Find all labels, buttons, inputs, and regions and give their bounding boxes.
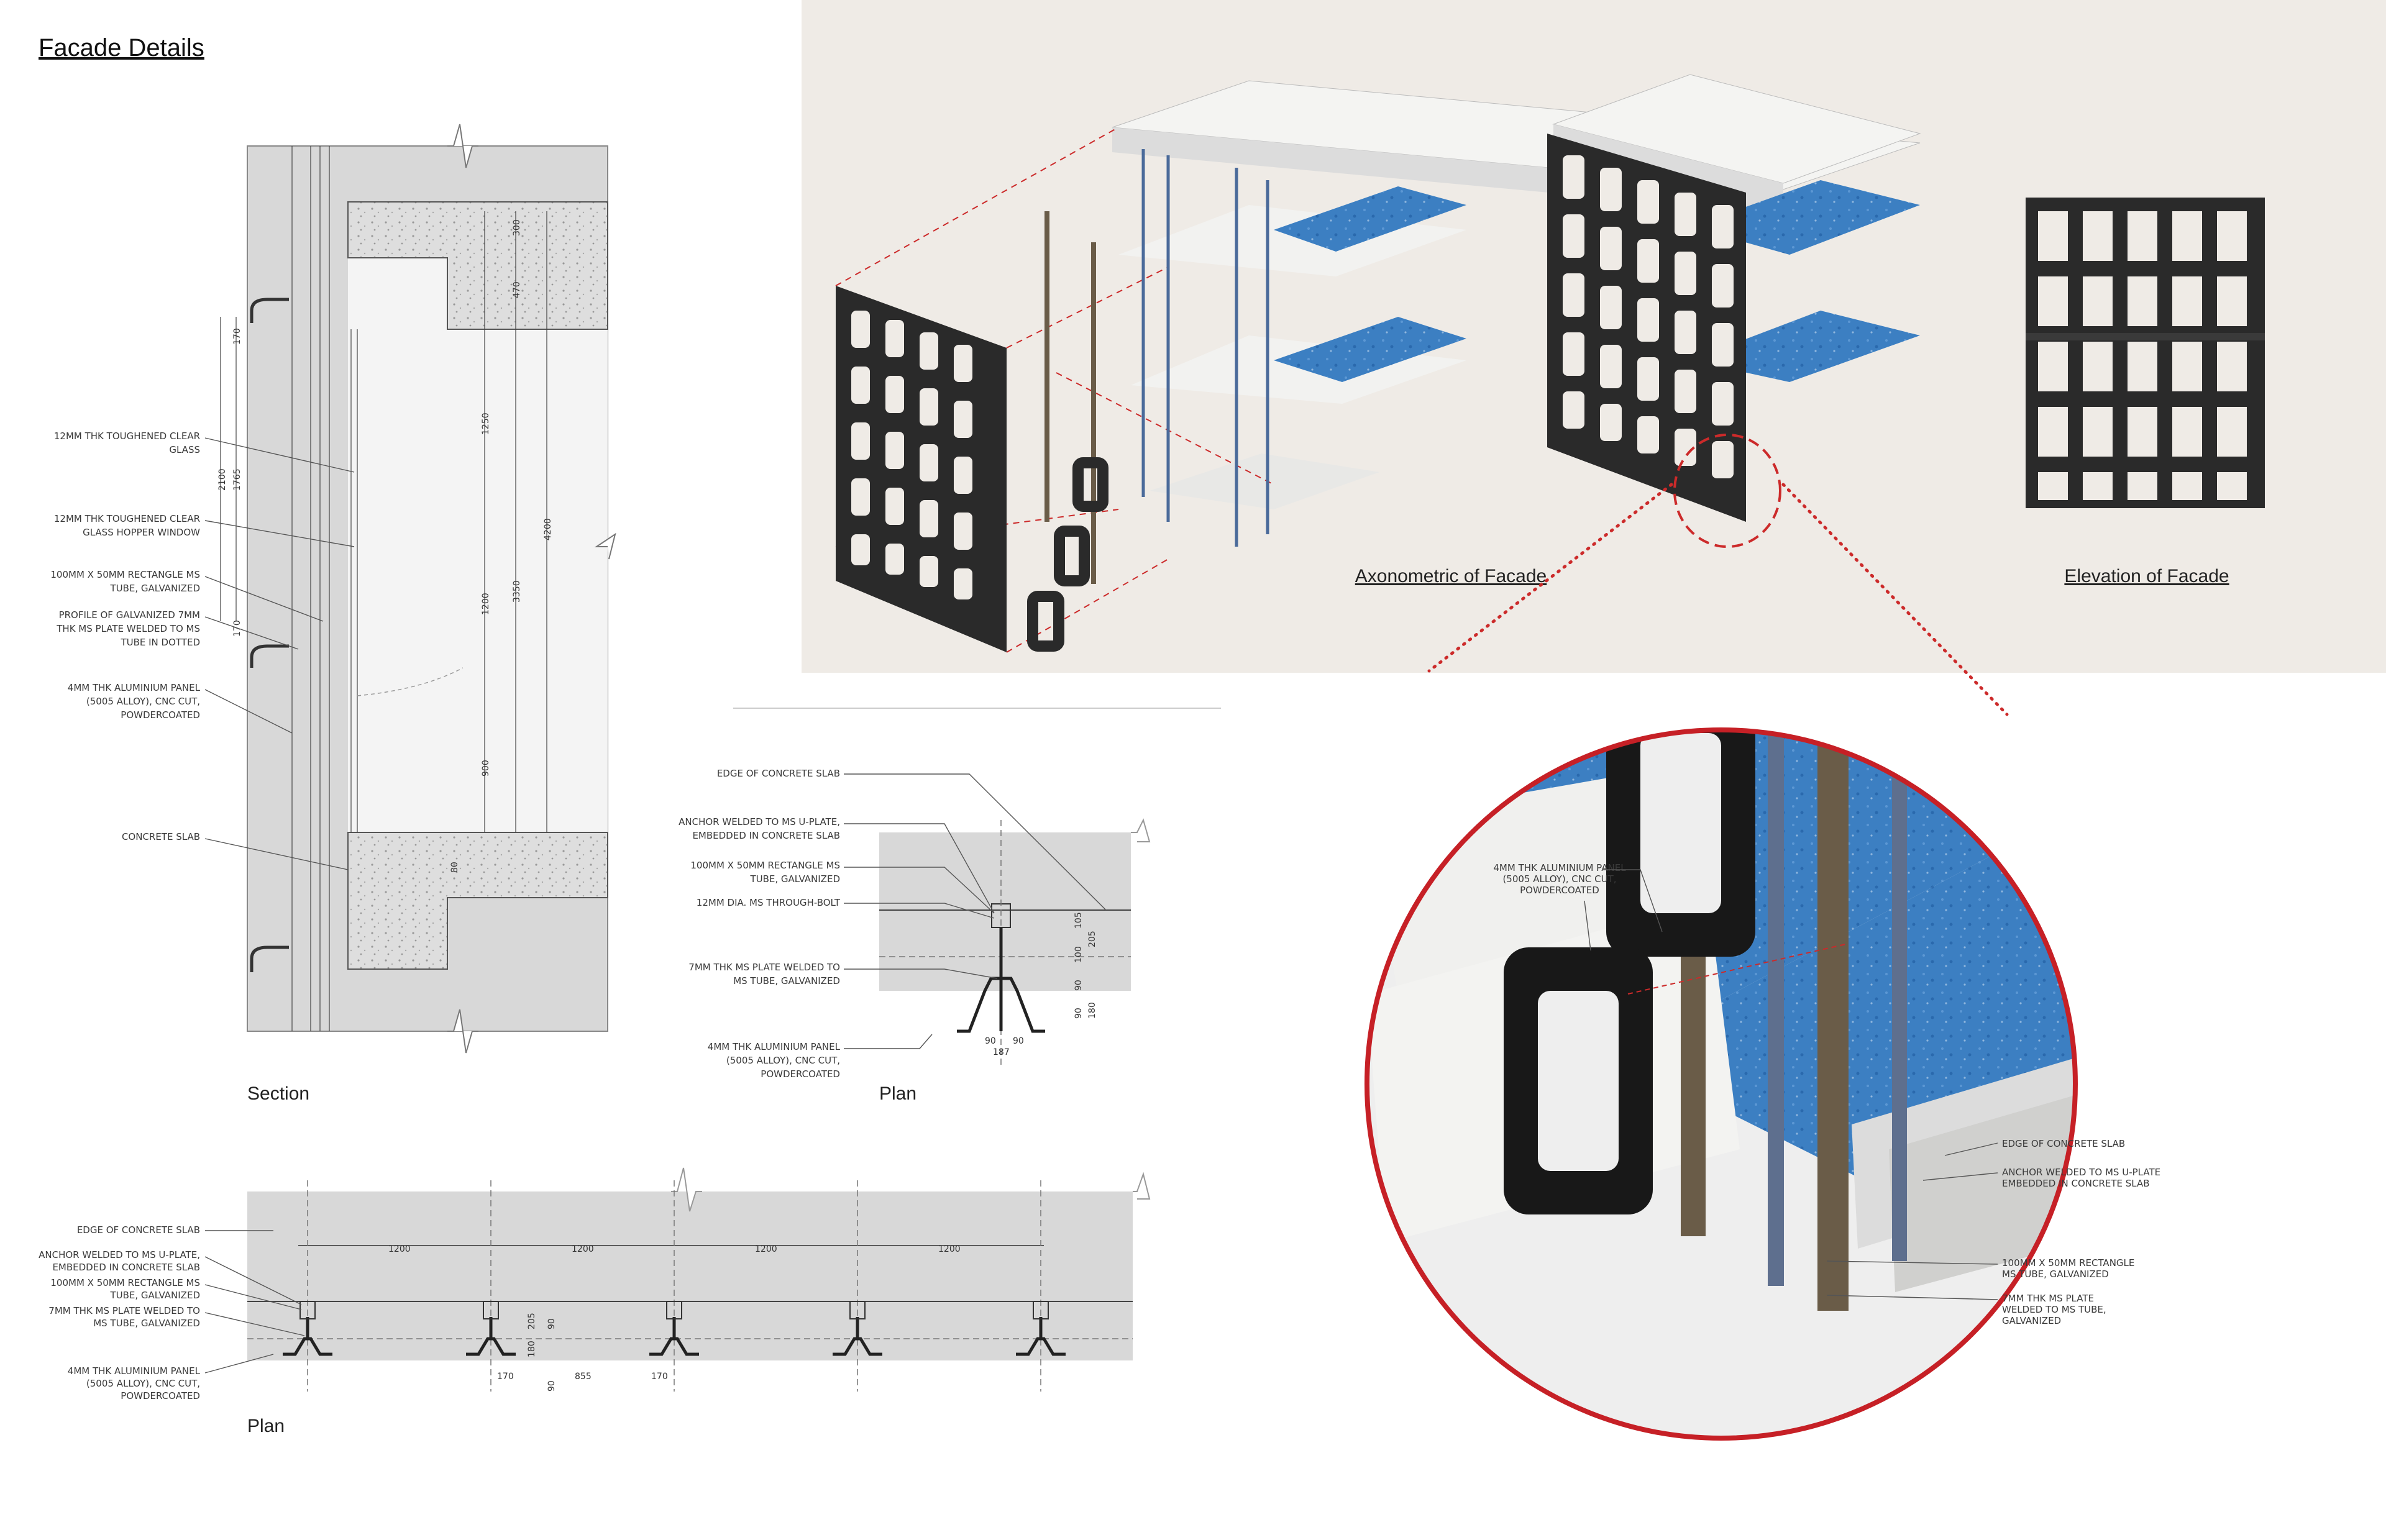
svg-text:187: 187 (993, 1047, 1010, 1057)
sheet-title: Facade Details (39, 34, 204, 62)
svg-text:90: 90 (1074, 1008, 1084, 1019)
svg-text:90: 90 (547, 1380, 557, 1392)
plan-small-label-edge: EDGE OF CONCRETE SLAB (717, 768, 840, 779)
svg-text:1200: 1200 (481, 593, 491, 615)
svg-text:300: 300 (512, 219, 522, 236)
plan-small-label-anchor: ANCHOR WELDED TO MS U-PLATE,EMBEDDED IN … (679, 816, 840, 841)
plan-long-label-edge: EDGE OF CONCRETE SLAB (77, 1224, 200, 1236)
facade-elevation (2026, 198, 2265, 508)
section-label-slab: CONCRETE SLAB (122, 831, 200, 842)
assembled-axonometric (1547, 74, 1921, 548)
small-plan-drawing: 105 205 100 90 90 180 90 90 187 (879, 818, 1151, 1068)
enlargement-leaders (1427, 483, 2009, 716)
svg-text:1200: 1200 (388, 1244, 411, 1254)
svg-text:900: 900 (481, 760, 491, 777)
long-plan-labels: EDGE OF CONCRETE SLAB ANCHOR WELDED TO M… (39, 1224, 305, 1401)
caption-section: Section (247, 1083, 309, 1104)
svg-text:1200: 1200 (938, 1244, 961, 1254)
svg-text:90: 90 (1074, 980, 1084, 991)
svg-text:105: 105 (1074, 912, 1084, 929)
svg-text:470: 470 (512, 281, 522, 298)
plan-small-label-panel: 4MM THK ALUMINIUM PANEL(5005 ALLOY), CNC… (708, 1041, 841, 1080)
svg-text:4200: 4200 (543, 518, 553, 540)
caption-plan-small: Plan (879, 1083, 916, 1104)
plan-long-label-anchor: ANCHOR WELDED TO MS U-PLATE,EMBEDDED IN … (39, 1249, 200, 1273)
plan-small-label-bolt: 12MM DIA. MS THROUGH-BOLT (697, 897, 841, 908)
svg-text:205: 205 (527, 1313, 537, 1329)
caption-elevation: Elevation of Facade (2064, 566, 2229, 586)
svg-text:1250: 1250 (481, 412, 491, 435)
svg-text:180: 180 (1087, 1002, 1097, 1019)
svg-text:855: 855 (575, 1372, 592, 1382)
svg-text:2100: 2100 (217, 468, 227, 491)
section-drawing: 300 470 1250 1200 3350 4200 900 2100 176… (217, 124, 616, 1054)
svg-text:80: 80 (450, 862, 460, 873)
svg-text:3350: 3350 (512, 580, 522, 603)
caption-axonometric: Axonometric of Facade (1355, 566, 1547, 586)
section-label-panel: 4MM THK ALUMINIUM PANEL(5005 ALLOY), CNC… (68, 682, 201, 721)
detail-labels: 4MM THK ALUMINIUM PANEL(5005 ALLOY), CNC… (1493, 862, 2160, 1326)
svg-text:205: 205 (1087, 931, 1097, 947)
svg-text:90: 90 (985, 1036, 996, 1046)
svg-text:1200: 1200 (572, 1244, 594, 1254)
enlarged-detail (1364, 727, 2078, 1441)
detail-label-panel: 4MM THK ALUMINIUM PANEL(5005 ALLOY), CNC… (1493, 862, 1626, 896)
svg-text:170: 170 (497, 1372, 514, 1382)
detail-label-edge: EDGE OF CONCRETE SLAB (2002, 1138, 2125, 1149)
detail-callout-circle (1673, 434, 1781, 548)
svg-text:100: 100 (1074, 946, 1084, 963)
long-plan-drawing: 1200 1200 1200 1200 170 855 170 180 205 … (247, 1167, 1151, 1392)
small-plan-labels: EDGE OF CONCRETE SLAB ANCHOR WELDED TO M… (679, 768, 1107, 1080)
svg-text:180: 180 (527, 1341, 537, 1357)
caption-plan-long: Plan (247, 1416, 285, 1436)
svg-text:170: 170 (651, 1372, 668, 1382)
plan-long-label-panel: 4MM THK ALUMINIUM PANEL(5005 ALLOY), CNC… (68, 1365, 201, 1401)
svg-text:1200: 1200 (755, 1244, 777, 1254)
svg-text:90: 90 (1013, 1036, 1024, 1046)
svg-text:1765: 1765 (232, 468, 242, 491)
svg-text:170: 170 (232, 328, 242, 345)
exploded-axonometric (835, 80, 1921, 653)
svg-text:90: 90 (547, 1318, 557, 1329)
